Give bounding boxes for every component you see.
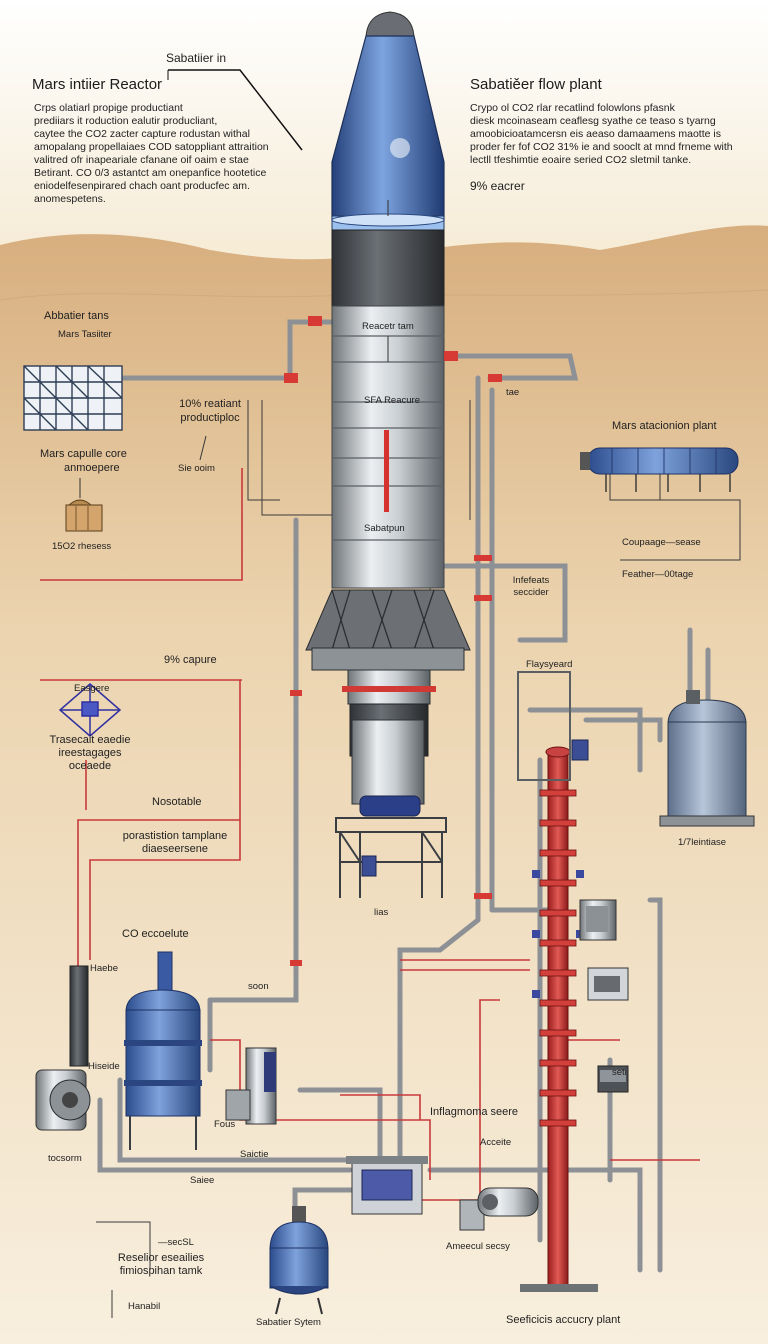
label-saictie: Saictie [240, 1149, 269, 1160]
label-feather: Feather—00tage [622, 569, 694, 580]
left-line: amopalang propellaiaes COD satoppliant a… [34, 141, 269, 153]
label-ammecul: Ameecul secsy [446, 1241, 510, 1252]
label-ten-pct: 10% reatiant [179, 398, 241, 410]
label-trasecuit-1: Trasecait eaedie [49, 734, 131, 746]
right-line: proder fer fof CO2 31% ie and sooclt at … [470, 141, 733, 153]
label-reacter-tam: Reacetr tam [362, 321, 414, 332]
label-porastion-1: porastistion tamplane [122, 830, 228, 842]
label-porastion-2: diaeseersene [141, 843, 209, 855]
right-block-title: Sabatiěer flow plant [470, 76, 602, 93]
label-infefeats-2: seccider [513, 587, 549, 598]
top-callout: Sabatiier in [166, 51, 227, 65]
label-abatier-tans: Abbatier tans [44, 310, 109, 322]
right-line: Crypo ol CO2 rlar recatlind folowlons pf… [470, 102, 675, 114]
label-saiee: Saiee [190, 1175, 215, 1186]
label-tae: tae [506, 387, 520, 398]
label-reselor-1: Reselior eseailies [117, 1252, 205, 1264]
label-lias: lias [374, 907, 389, 918]
left-line: eniodelfesenpirared chach oant producfec… [34, 180, 250, 192]
left-block-title: Mars intiier Reactor [32, 76, 163, 93]
label-eaegere: Easgere [74, 683, 110, 694]
right-block-text: Crypo ol CO2 rlar recatlind folowlons pf… [470, 102, 762, 167]
label-secl: —secSL [158, 1237, 194, 1248]
ammonia-pump [459, 1187, 539, 1231]
capsule-tank [65, 478, 103, 532]
label-se-ooim: Sie ooim [178, 463, 215, 474]
label-trasecuit-2: ireestagages [58, 747, 122, 759]
left-line: caytee the CO2 zacter capture rodustan w… [34, 128, 250, 140]
label-nosotable: Nosotable [152, 796, 202, 808]
label-mars-station: Mars atacionion plant [612, 420, 717, 432]
label-safety-plant: Seeficicis accucry plant [506, 1314, 621, 1326]
label-acceite: Acceite [480, 1137, 512, 1148]
label-soon: soon [248, 981, 269, 992]
label-toosorm: tocsorm [48, 1153, 82, 1164]
left-block-text: Crps olatiarl propige productiant predii… [34, 102, 324, 206]
label-reselor-2: fimiospihan tamk [119, 1265, 203, 1277]
label-haebe: Haebe [90, 963, 118, 974]
right-line: amoobicioatamcersn eis aeaso damaamens m… [470, 128, 721, 140]
label-trasecuit-3: oceaede [68, 760, 112, 772]
label-inflagmoma: Inflagmoma seere [430, 1106, 519, 1118]
right-block-note: 9% eacrer [470, 179, 525, 193]
sensor-node [58, 683, 122, 737]
label-flaysyeard: Flaysyeard [526, 659, 573, 670]
label-mars-capsule-2: anmoepere [64, 462, 120, 474]
label-seti: seti [612, 1067, 627, 1078]
label-sabatier-band: Sabatpun [364, 523, 405, 534]
label-hiseide: Hiseide [88, 1061, 120, 1072]
label-right-tank: 1/7leintiase [678, 837, 727, 848]
left-pump [35, 965, 91, 1131]
label-hanabil: Hanabil [128, 1301, 161, 1312]
label-sfa-reacure: SFA Reacure [364, 395, 420, 406]
storage-tank-right [659, 690, 755, 827]
solar-scaffold-frame [23, 365, 123, 431]
left-line: anomespetens. [34, 193, 106, 205]
sabatier-tank-left [124, 951, 202, 1150]
label-co-eccolue: CO eccoelute [122, 928, 189, 940]
left-line: prediiars it roduction ealutir produclia… [34, 115, 218, 127]
label-coupage: Coupaage—sease [622, 537, 701, 548]
reactor-column [305, 11, 471, 898]
left-line: Crps olatiarl propige productiant [34, 102, 183, 114]
label-producliploc: productiploc [180, 412, 240, 424]
reactor-box [346, 1156, 428, 1215]
right-line: lectll tfeshimtie eoaire seried CO2 slet… [470, 154, 692, 166]
distillation-tower [520, 739, 598, 1292]
label-saber-system: Sabatier Sytem [256, 1317, 321, 1328]
label-mars-tassiter: Mars Tasiiter [58, 329, 112, 340]
heat-exchanger [225, 1047, 277, 1125]
horizontal-tank [580, 447, 739, 492]
left-line: valitred ofr inapeariale cfanane oif oai… [34, 154, 249, 166]
label-co2-tank: 15O2 rhesess [52, 541, 112, 552]
reservoir-tank [269, 1206, 329, 1315]
label-fous: Fous [214, 1119, 236, 1130]
left-line: Betirant. CO 0/3 astantct am onepanfice … [34, 167, 267, 179]
right-line: diesk mcoinaseam ceaflesg syathe ce teas… [470, 115, 716, 127]
label-infefeats-1: Infefeats [512, 575, 550, 586]
label-capture: 9% capure [164, 654, 217, 666]
label-mars-capsule-1: Mars capulle core [40, 448, 127, 460]
tower-machinery [579, 899, 629, 1093]
